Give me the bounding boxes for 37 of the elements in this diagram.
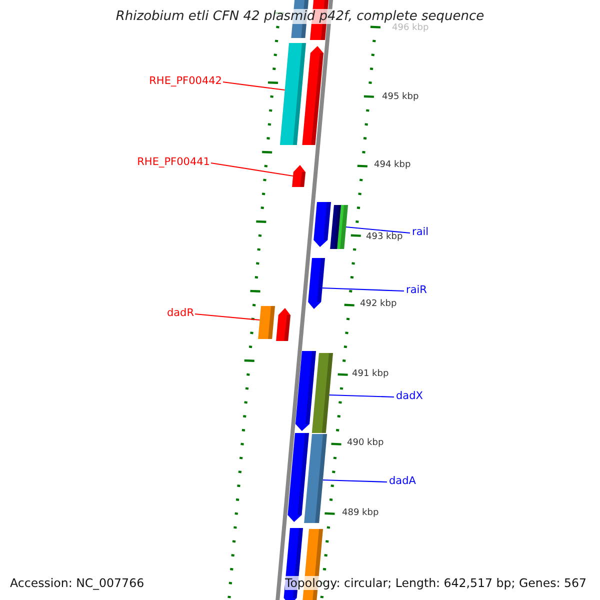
gene-bar bbox=[312, 353, 333, 433]
leader-line bbox=[329, 394, 394, 398]
leader-line bbox=[222, 81, 285, 91]
tick-label: 491 kbp bbox=[352, 369, 389, 379]
gene-bar bbox=[302, 46, 324, 145]
leader-line bbox=[346, 226, 410, 234]
gene-label: raiR bbox=[406, 284, 427, 296]
tick-label: 494 kbp bbox=[374, 160, 411, 170]
gene-bar bbox=[280, 43, 306, 145]
gene-bar bbox=[292, 165, 306, 187]
gene-bar bbox=[288, 433, 309, 522]
tick-label: 495 kbp bbox=[382, 92, 419, 102]
gene-label: RHE_PF00442 bbox=[149, 75, 222, 87]
tick-label: 489 kbp bbox=[342, 508, 379, 518]
leader-line bbox=[322, 287, 404, 292]
gene-bar bbox=[304, 434, 327, 523]
footer-text: Topology: circular; Length: 642,517 bp; Genes: 567 bbox=[285, 576, 587, 590]
tick-label: 490 kbp bbox=[347, 438, 384, 448]
leader-line bbox=[210, 162, 294, 177]
gene-label: dadA bbox=[389, 475, 416, 487]
leader-line bbox=[194, 313, 260, 321]
footer-text: Accession: NC_007766 bbox=[10, 576, 144, 590]
gene-label: rail bbox=[412, 226, 429, 238]
tick-label: 492 kbp bbox=[360, 299, 397, 309]
diagram-title: Rhizobium etli CFN 42 plasmid p42f, complete sequence bbox=[114, 9, 486, 24]
leader-line bbox=[322, 479, 388, 483]
gene-bar bbox=[276, 308, 291, 341]
gene-label: dadR bbox=[166, 307, 194, 319]
tick-label: 496 kbp bbox=[392, 23, 429, 33]
gene-bar bbox=[258, 306, 275, 339]
gene-label: dadX bbox=[396, 390, 423, 402]
gene-bar bbox=[337, 205, 348, 249]
tick-label: 493 kbp bbox=[366, 232, 403, 242]
gene-bar bbox=[308, 258, 325, 309]
gene-bar bbox=[314, 202, 331, 247]
gene-label: RHE_PF00441 bbox=[137, 156, 210, 168]
gene-bar bbox=[296, 351, 316, 431]
